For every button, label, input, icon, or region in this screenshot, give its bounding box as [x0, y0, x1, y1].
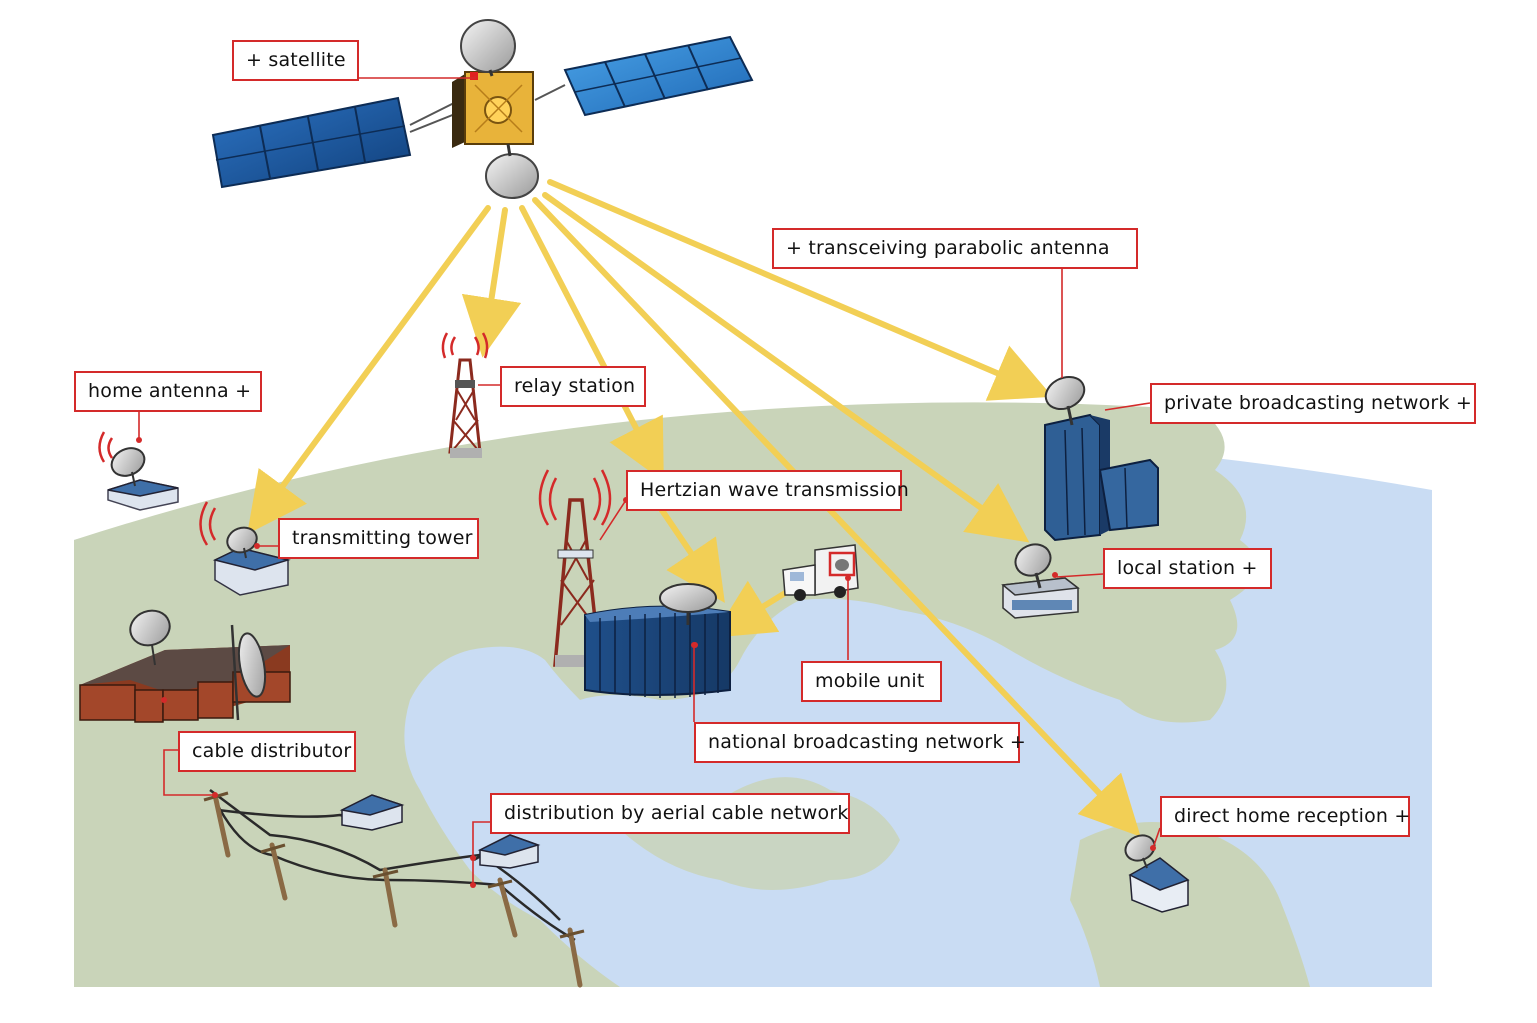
label-leader-lines [138, 76, 1161, 885]
label-local-station[interactable]: local station + [1103, 548, 1272, 589]
beam-to-transmitting-tower [247, 205, 491, 535]
pole-icon [567, 927, 583, 988]
leader-dots [136, 437, 851, 888]
satellite-body [452, 71, 534, 148]
pole-icon [269, 842, 288, 901]
beam-mobile-to-national [712, 580, 793, 638]
beam-to-private-network [547, 179, 1053, 401]
satellite-bottom-dish [485, 153, 539, 199]
beam-to-relay-station [461, 207, 522, 358]
pole-icon [497, 877, 518, 938]
direct-home-reception-house-icon[interactable] [1121, 831, 1190, 913]
label-relay-station[interactable]: relay station [500, 366, 646, 407]
cable-network-house-icon[interactable] [339, 794, 405, 831]
beam-to-local-station [542, 192, 1030, 543]
satellite-top-dish [460, 19, 516, 73]
beam-to-hertzian [519, 205, 664, 482]
label-satellite[interactable]: + satellite [232, 40, 359, 81]
land-mass-east [1070, 822, 1310, 987]
label-transmitting-tower[interactable]: transmitting tower [278, 518, 479, 559]
label-mobile-unit[interactable]: mobile unit [801, 661, 942, 702]
solar-panel-left [211, 96, 412, 189]
relay-station-tower-icon[interactable] [441, 332, 489, 458]
utility-poles [212, 792, 583, 988]
label-transceiving-parabolic-antenna[interactable]: + transceiving parabolic antenna [772, 228, 1138, 269]
pole-icon [212, 792, 231, 858]
pole-icon [382, 867, 398, 928]
private-broadcasting-building-icon[interactable] [1041, 371, 1159, 542]
solar-panel-right [563, 35, 754, 117]
label-home-antenna[interactable]: home antenna + [74, 371, 262, 412]
cable-distributor-building-icon[interactable] [79, 605, 291, 723]
label-national-broadcasting-network[interactable]: national broadcasting network + [694, 722, 1026, 763]
home-antenna-house-icon[interactable] [98, 431, 179, 511]
label-distribution-by-aerial-cable-network[interactable]: distribution by aerial cable network [490, 793, 850, 834]
label-direct-home-reception[interactable]: direct home reception + [1160, 796, 1410, 837]
label-private-broadcasting-network[interactable]: private broadcasting network + [1150, 383, 1476, 424]
transmitting-tower-house-icon[interactable] [199, 501, 291, 596]
cable-network-house-icon[interactable] [470, 834, 541, 869]
label-hertzian-wave-transmission[interactable]: Hertzian wave transmission [626, 470, 909, 511]
beam-tower-to-national [652, 497, 725, 603]
label-cable-distributor[interactable]: cable distributor [178, 731, 356, 772]
satellite-icon[interactable] [211, 19, 754, 199]
local-station-building-icon[interactable] [1001, 539, 1080, 619]
